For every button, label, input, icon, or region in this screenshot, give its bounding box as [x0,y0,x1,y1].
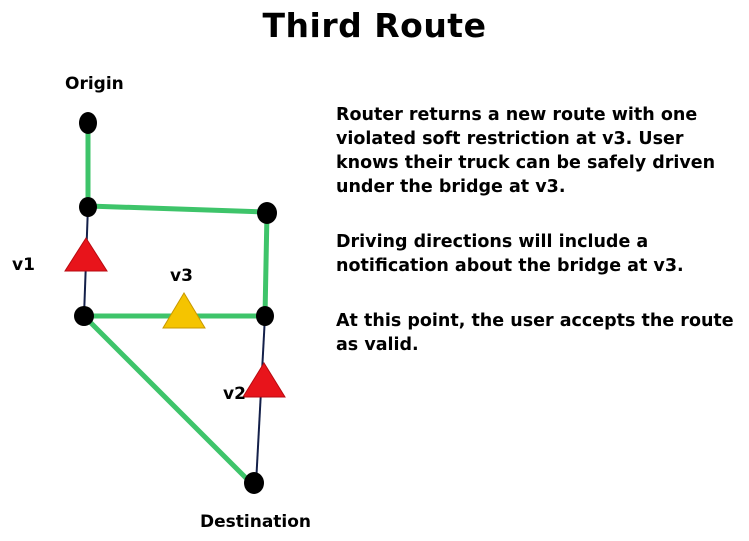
slide-title: Third Route [262,6,487,45]
origin-label: Origin [65,74,124,94]
edge-n5-destination [255,315,266,485]
restriction-v1-triangle [64,237,108,272]
restriction-v1-label: v1 [12,255,35,275]
origin-node [79,112,97,134]
restriction-v2-label: v2 [223,384,246,404]
note-soft-restriction: Router returns a new route with one viol… [336,105,716,197]
node-n5 [256,306,274,326]
destination-node [244,472,264,494]
route-segment-n3-n5 [262,209,270,319]
route-segment-n2-n3 [85,203,270,215]
restriction-v3-label: v3 [170,266,193,286]
restriction-v3-triangle [162,292,206,329]
note-driving-directions: Driving directions will include a notifi… [336,232,684,276]
note-route-accepted: At this point, the user accepts the rout… [336,311,734,355]
destination-label: Destination [200,512,311,532]
node-n3 [257,202,277,224]
route-notes: Router returns a new route with one viol… [336,103,741,388]
node-n2 [79,197,97,217]
node-n4 [74,306,94,326]
route-segment-n4-destination [81,313,255,487]
route-path [81,119,270,487]
restriction-v2-triangle [242,362,286,398]
